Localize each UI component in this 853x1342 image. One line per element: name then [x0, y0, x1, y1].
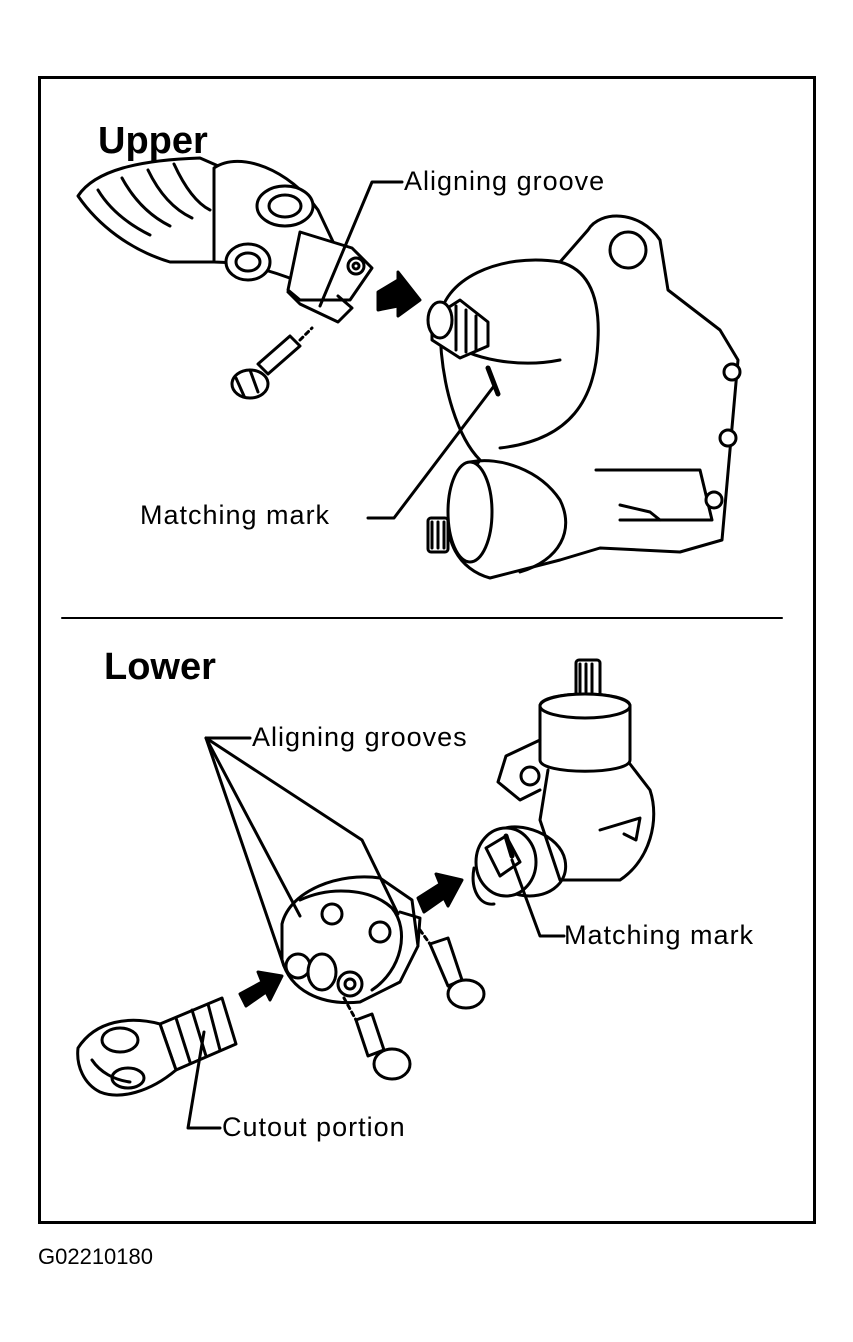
upper-gear-housing	[426, 214, 742, 580]
upper-pinch-bolt	[230, 326, 314, 400]
upper-spline-shaft	[426, 298, 501, 397]
upper-aligning-groove-label: Aligning groove	[404, 166, 606, 196]
lower-matching-mark-label: Matching mark	[564, 920, 755, 950]
lower-flexible-coupling	[280, 875, 422, 1005]
lower-cutout-portion-label: Cutout portion	[222, 1112, 406, 1142]
lower-heading: Lower	[104, 646, 216, 688]
upper-universal-joint	[212, 159, 374, 324]
upper-matching-mark-leader	[366, 384, 496, 520]
upper-shaft-boot	[76, 156, 235, 264]
lower-cutout-leader	[186, 1030, 222, 1130]
lower-direction-arrow-upper	[416, 872, 464, 914]
lower-bolts	[342, 928, 486, 1081]
upper-direction-arrow	[376, 270, 422, 318]
upper-heading: Upper	[98, 120, 208, 162]
upper-aligning-groove-leader	[318, 180, 404, 308]
lower-matching-mark-leader	[510, 858, 566, 938]
lower-aligning-grooves-leader-1	[204, 736, 302, 918]
lower-aligning-grooves-leader-2	[204, 736, 286, 968]
lower-direction-arrow-lower	[238, 970, 284, 1008]
diagram-frame	[38, 76, 816, 1224]
lower-aligning-grooves-leader-3	[204, 736, 400, 916]
lower-gear-housing	[471, 658, 656, 906]
figure-code: G02210180	[38, 1244, 153, 1269]
lower-aligning-grooves-label: Aligning grooves	[252, 722, 468, 752]
upper-matching-mark-label: Matching mark	[140, 500, 331, 530]
lower-intermediate-shaft	[76, 996, 238, 1097]
